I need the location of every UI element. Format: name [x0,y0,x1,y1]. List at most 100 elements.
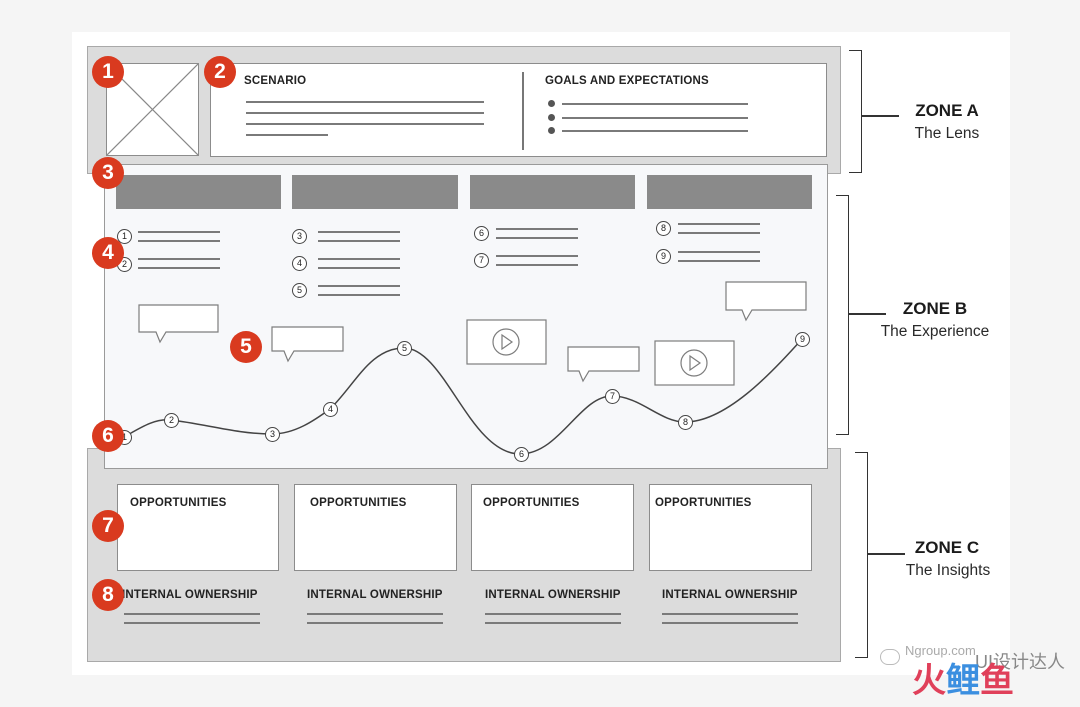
step-line [138,258,220,260]
ownership-title: INTERNAL OWNERSHIP [307,589,443,601]
step-number: 6 [474,226,489,241]
step-line [678,223,760,225]
step-line [318,267,400,269]
opportunities-title: OPPORTUNITIES [483,497,580,509]
step-line [496,228,578,230]
ownership-title: INTERNAL OWNERSHIP [662,589,798,601]
scenario-title: SCENARIO [244,75,307,87]
opportunities-box [649,484,812,571]
step-line [318,258,400,260]
step-line [138,231,220,233]
zone-b-label: ZONE B [902,299,968,318]
ownership-line [662,622,798,624]
step-line [138,240,220,242]
scenario-line [246,123,484,125]
scenario-line [246,112,484,114]
goals-title: GOALS AND EXPECTATIONS [545,75,709,87]
step-line [318,231,400,233]
video-icon [654,340,735,386]
ownership-title: INTERNAL OWNERSHIP [485,589,621,601]
zone-c-label: ZONE C [914,538,980,557]
phase-bar [470,175,635,209]
goal-bullet [548,114,555,121]
zone-b-bracket [836,195,849,435]
opportunities-title: OPPORTUNITIES [130,497,227,509]
badge-8: 8 [92,579,124,611]
step-line [678,251,760,253]
curve-point: 8 [678,415,693,430]
ownership-line [124,613,260,615]
column-divider [522,72,524,150]
opportunities-box [117,484,279,571]
ownership-line [662,613,798,615]
opportunities-box [294,484,457,571]
speech-bubble-icon [138,304,219,344]
zone-a-sublabel: The Lens [914,125,980,142]
step-line [318,294,400,296]
step-line [318,240,400,242]
phase-bar [292,175,458,209]
curve-point: 3 [265,427,280,442]
step-number: 9 [656,249,671,264]
curve-point: 5 [397,341,412,356]
zone-b-sublabel: The Experience [880,323,990,340]
experience-curve [123,338,803,455]
curve-point: 4 [323,402,338,417]
ownership-line [307,622,443,624]
ownership-title: INTERNAL OWNERSHIP [122,589,258,601]
zone-a-bracket [849,50,862,173]
ownership-line [485,622,621,624]
scenario-goals-box [210,63,827,157]
badge-7: 7 [92,510,124,542]
speech-bubble-icon [725,281,807,322]
scenario-line [246,134,328,136]
zone-c-sublabel: The Insights [905,562,991,579]
phase-bar [116,175,281,209]
step-number: 1 [117,229,132,244]
ownership-line [124,622,260,624]
goal-bullet [548,127,555,134]
step-number: 5 [292,283,307,298]
goal-bullet [548,100,555,107]
badge-4: 4 [92,237,124,269]
brand-logo: 火鲤鱼 [912,661,1014,701]
ownership-line [485,613,621,615]
zone-a-label: ZONE A [915,101,979,120]
zone-a-tick [861,115,899,117]
goal-line [562,130,748,132]
step-line [318,285,400,287]
curve-point: 7 [605,389,620,404]
phase-bar [647,175,812,209]
goal-line [562,117,748,119]
curve-point: 2 [164,413,179,428]
badge-2: 2 [204,56,236,88]
step-line [678,260,760,262]
zone-c-tick [867,553,905,555]
watermark-wechat-text: UI设计达人 [975,652,1065,672]
step-number: 4 [292,256,307,271]
speech-bubble-icon [271,326,344,363]
badge-6: 6 [92,420,124,452]
step-number: 8 [656,221,671,236]
step-number: 3 [292,229,307,244]
opportunities-box [471,484,634,571]
badge-1: 1 [92,56,124,88]
watermark-handle: Ngroup.com [905,643,976,658]
step-number: 7 [474,253,489,268]
persona-image-placeholder [106,63,199,156]
speech-bubble-icon [567,346,640,383]
ownership-line [307,613,443,615]
goal-line [562,103,748,105]
wechat-icon [880,649,900,665]
zone-b-tick [848,313,886,315]
step-line [496,237,578,239]
opportunities-title: OPPORTUNITIES [655,497,752,509]
opportunities-title: OPPORTUNITIES [310,497,407,509]
scenario-line [246,101,484,103]
curve-point: 6 [514,447,529,462]
step-line [496,264,578,266]
step-line [496,255,578,257]
step-line [678,232,760,234]
badge-5: 5 [230,331,262,363]
